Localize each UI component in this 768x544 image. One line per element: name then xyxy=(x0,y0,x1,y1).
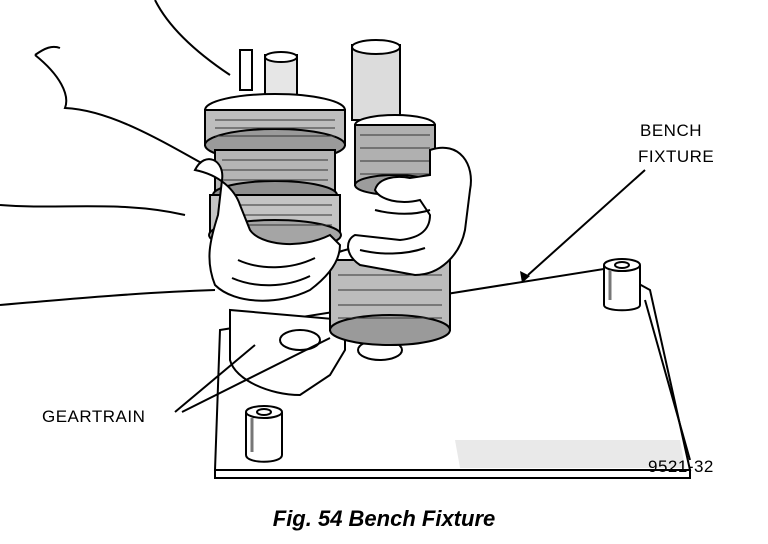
right-hand xyxy=(347,146,472,277)
part-number-label: 9521-32 xyxy=(648,457,714,476)
bench-fixture-leader xyxy=(527,169,646,276)
fixture-post-front xyxy=(245,405,283,463)
geartrain-leader-2 xyxy=(181,337,331,413)
bench-fixture-label-line1: BENCH xyxy=(640,121,703,140)
fixture-post-rear xyxy=(603,258,641,312)
figure-caption: Fig. 54 Bench Fixture xyxy=(272,506,496,531)
geartrain-label: GEARTRAIN xyxy=(42,407,146,426)
leader-lines xyxy=(174,169,691,479)
bench-fixture-label-line2: FIXTURE xyxy=(638,147,715,166)
left-sleeve xyxy=(0,0,231,306)
geartrain-leader-1 xyxy=(174,344,256,413)
left-hand xyxy=(193,158,342,302)
part-number-leader xyxy=(640,299,691,479)
